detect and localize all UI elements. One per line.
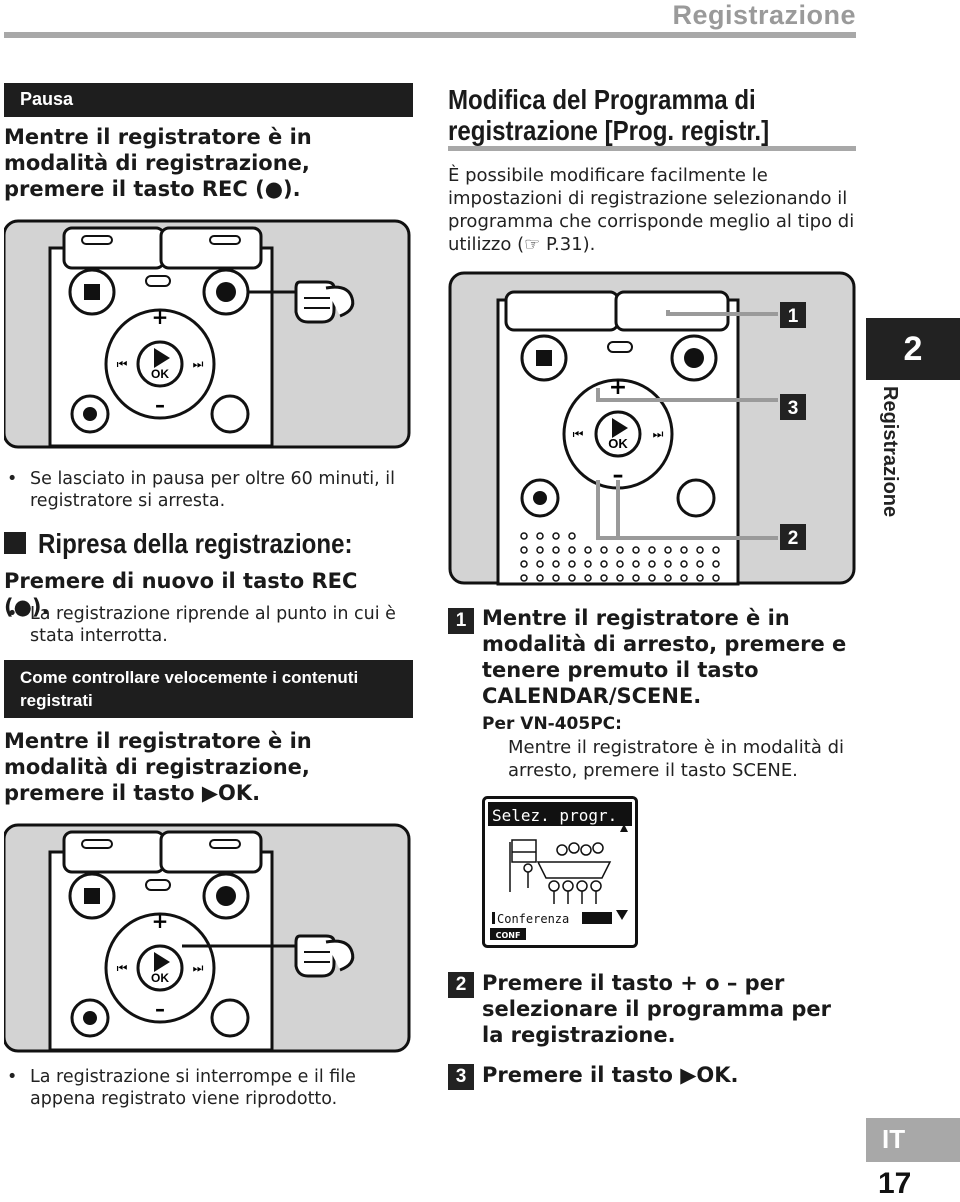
- scroll-up-icon: [620, 824, 628, 832]
- svg-text:3: 3: [788, 398, 799, 419]
- quick-check-note: La registrazione si interrompe e il file…: [4, 1066, 420, 1110]
- callout-1: 1: [780, 302, 806, 328]
- ok-label: OK: [151, 367, 169, 381]
- model-note-text: Mentre il registratore è in modalità di …: [508, 737, 845, 781]
- step-3-text: Premere il tasto ▶OK.: [482, 1063, 739, 1087]
- svg-text:⏮: ⏮: [117, 961, 128, 975]
- square-marker-icon: [4, 532, 26, 554]
- lcd-display: Selez. progr. Conferenza CONF: [482, 796, 638, 948]
- section-title: Registrazione: [672, 0, 856, 30]
- svg-text:⏭: ⏭: [193, 357, 204, 371]
- stop-button: [68, 268, 116, 316]
- lcd-selected-item: Conferenza: [497, 912, 569, 926]
- page-number: 17: [878, 1167, 912, 1200]
- plus-label-2: +: [152, 909, 169, 933]
- scroll-down-icon: [616, 910, 628, 920]
- pointing-hand-icon: [182, 934, 355, 978]
- step-1-text: Mentre il registratore è in modalità di …: [482, 606, 847, 708]
- resume-note: La registrazione riprende al punto in cu…: [4, 603, 425, 647]
- ok-label-2: OK: [151, 971, 169, 985]
- plus-label: +: [152, 305, 169, 329]
- minus-label-2: –: [155, 997, 165, 1021]
- minus-label: –: [155, 393, 165, 417]
- svg-text:⏮: ⏮: [117, 357, 128, 371]
- chapter-label: Registrazione: [879, 386, 901, 518]
- step-3-number: 3: [448, 1064, 474, 1090]
- conference-pictogram: [509, 839, 612, 904]
- step-2-text: Premere il tasto + o – per selezionare i…: [482, 971, 832, 1047]
- svg-text:2: 2: [788, 528, 799, 549]
- chapter-tab: 2: [866, 318, 960, 380]
- pause-instruction: Mentre il registratore è in modalità di …: [4, 125, 312, 201]
- chapter-number: 2: [903, 330, 923, 368]
- step-1-number: 1: [448, 608, 474, 634]
- pointing-hand-icon: [248, 280, 355, 324]
- lcd-badge: CONF: [496, 931, 521, 940]
- svg-text:⏭: ⏭: [193, 961, 204, 975]
- quick-check-heading: Come controllare velocemente i contenuti…: [20, 668, 359, 710]
- title-underline: [448, 146, 856, 151]
- language-code: IT: [882, 1124, 906, 1154]
- plus-label-3: +: [609, 375, 627, 400]
- quick-check-heading-bar: Come controllare velocemente i contenuti…: [4, 660, 413, 718]
- recorder-illustration-rec: OK + – ⏮ ⏭: [4, 219, 411, 449]
- minus-label-3: –: [613, 463, 624, 488]
- callout-2: 2: [780, 524, 806, 550]
- pause-heading-bar: Pausa: [4, 83, 413, 117]
- step-2-number: 2: [448, 972, 474, 998]
- header-rule: [4, 32, 856, 38]
- program-title: Modifica del Programma di registrazione …: [448, 84, 770, 146]
- pause-note: Se lasciato in pausa per oltre 60 minuti…: [4, 468, 420, 512]
- program-intro: È possibile modificare facilmente le imp…: [448, 165, 855, 255]
- recorder-illustration-program: OK + – ⏮ ⏭ 1 3 2: [448, 271, 856, 586]
- recorder-illustration-ok: OK + – ⏮ ⏭: [4, 823, 411, 1053]
- speaker-grille: [520, 532, 720, 582]
- svg-text:⏭: ⏭: [653, 427, 664, 441]
- svg-text:⏮: ⏮: [573, 427, 584, 441]
- model-note-label: Per VN-405PC:: [482, 714, 622, 734]
- quick-check-instruction: Mentre il registratore è in modalità di …: [4, 729, 312, 805]
- ok-dial: OK + – ⏮ ⏭: [104, 305, 216, 420]
- lcd-title: Selez. progr.: [492, 806, 617, 825]
- svg-text:1: 1: [788, 306, 799, 327]
- ok-label-3: OK: [608, 436, 628, 451]
- callout-3: 3: [780, 394, 806, 420]
- pause-heading: Pausa: [20, 89, 74, 109]
- language-tab: IT: [866, 1118, 960, 1162]
- rec-button: [202, 268, 250, 316]
- resume-heading: Ripresa della registrazione:: [38, 528, 353, 559]
